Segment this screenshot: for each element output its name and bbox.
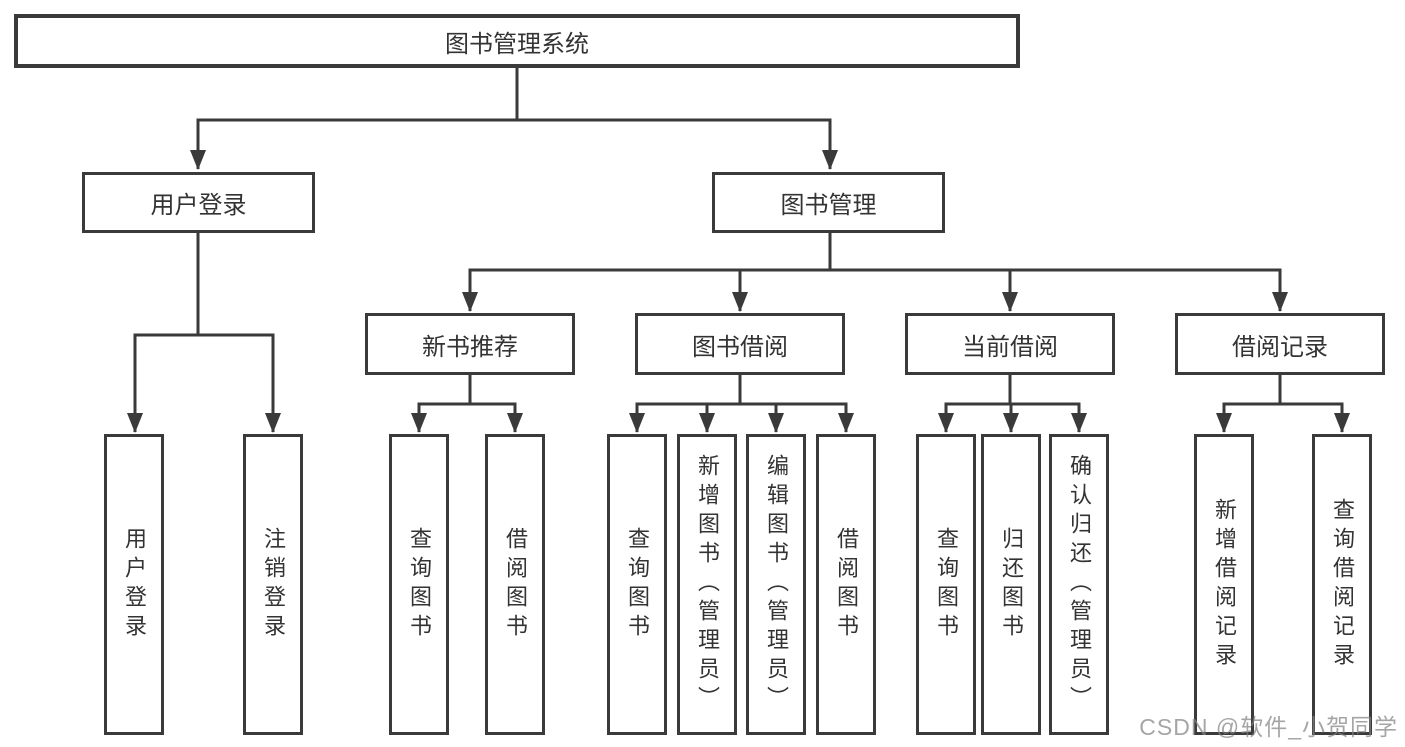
node-user-login: 用户登录	[82, 172, 315, 233]
leaf-borrow-books-recommend: 借阅图书	[485, 434, 545, 735]
csdn-watermark: CSDN @软件_小贺同学	[1139, 714, 1398, 740]
leaf-query-books-current: 查询图书	[916, 434, 976, 735]
node-borrowing-records: 借阅记录	[1175, 313, 1385, 375]
node-label: 查询图书	[407, 526, 432, 643]
node-label: 图书借阅	[692, 333, 788, 361]
leaf-query-books-recommend: 查询图书	[389, 434, 449, 735]
node-label: 新增借阅记录	[1212, 497, 1237, 672]
leaf-edit-book-admin: 编辑图书（管理员）	[746, 434, 806, 735]
leaf-query-books-borrow: 查询图书	[607, 434, 667, 735]
node-book-borrowing: 图书借阅	[635, 313, 845, 375]
node-new-book-recommendation: 新书推荐	[365, 313, 575, 375]
leaf-query-borrow-record: 查询借阅记录	[1312, 434, 1372, 735]
node-label: 查询借阅记录	[1330, 497, 1355, 672]
node-label: 查询图书	[625, 526, 650, 643]
node-label: 归还图书	[999, 526, 1024, 643]
leaf-return-books: 归还图书	[981, 434, 1041, 735]
node-label: 确认归还（管理员）	[1067, 454, 1092, 715]
node-label: 用户登录	[122, 526, 147, 643]
node-label: 图书管理	[780, 192, 877, 219]
node-label: 借阅记录	[1232, 333, 1328, 361]
node-current-borrowing: 当前借阅	[905, 313, 1115, 375]
leaf-user-login: 用户登录	[104, 434, 164, 735]
node-label: 查询图书	[934, 526, 959, 643]
node-label: 图书管理系统	[445, 30, 589, 58]
node-label: 新书推荐	[422, 333, 518, 361]
leaf-borrow-books: 借阅图书	[816, 434, 876, 735]
node-book-management: 图书管理	[712, 172, 945, 233]
node-library-management-system: 图书管理系统	[14, 14, 1020, 68]
node-label: 当前借阅	[962, 333, 1058, 361]
node-label: 用户登录	[150, 192, 247, 219]
leaf-add-borrow-record: 新增借阅记录	[1194, 434, 1254, 735]
leaf-add-book-admin: 新增图书（管理员）	[677, 434, 737, 735]
node-label: 新增图书（管理员）	[695, 454, 720, 715]
node-label: 借阅图书	[503, 526, 528, 643]
node-label: 借阅图书	[834, 526, 859, 643]
leaf-logout-login: 注销登录	[243, 434, 303, 735]
node-label: 注销登录	[261, 526, 286, 643]
node-label: 编辑图书（管理员）	[764, 454, 789, 715]
leaf-confirm-return-admin: 确认归还（管理员）	[1049, 434, 1109, 735]
